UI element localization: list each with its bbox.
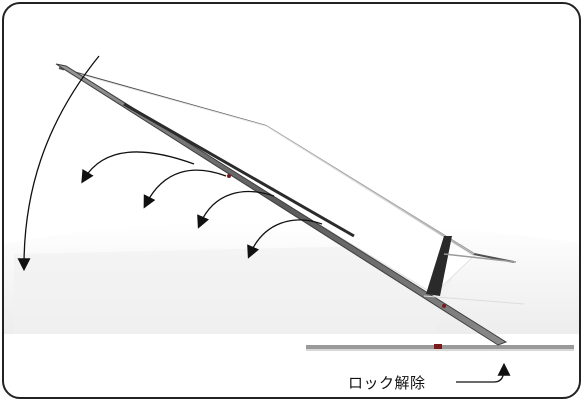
support-leg	[426, 236, 452, 296]
fold-arrow-2	[143, 169, 227, 209]
fold-arrow-4	[247, 219, 323, 259]
main-diagonal-bar	[55, 63, 508, 346]
unlock-label: ロック解除	[348, 374, 426, 392]
support-foot-line	[423, 295, 525, 305]
folding-diagram	[4, 55, 579, 383]
floor-plane	[14, 244, 464, 334]
callout-arrow	[456, 362, 511, 383]
fold-arrow-1	[81, 151, 195, 184]
long-fold-arrow	[17, 55, 100, 272]
support-foot-shadow	[443, 253, 517, 263]
fold-arrow-3	[197, 190, 275, 229]
base-plate	[306, 344, 574, 351]
illustration-frame: ロック解除	[2, 2, 581, 399]
